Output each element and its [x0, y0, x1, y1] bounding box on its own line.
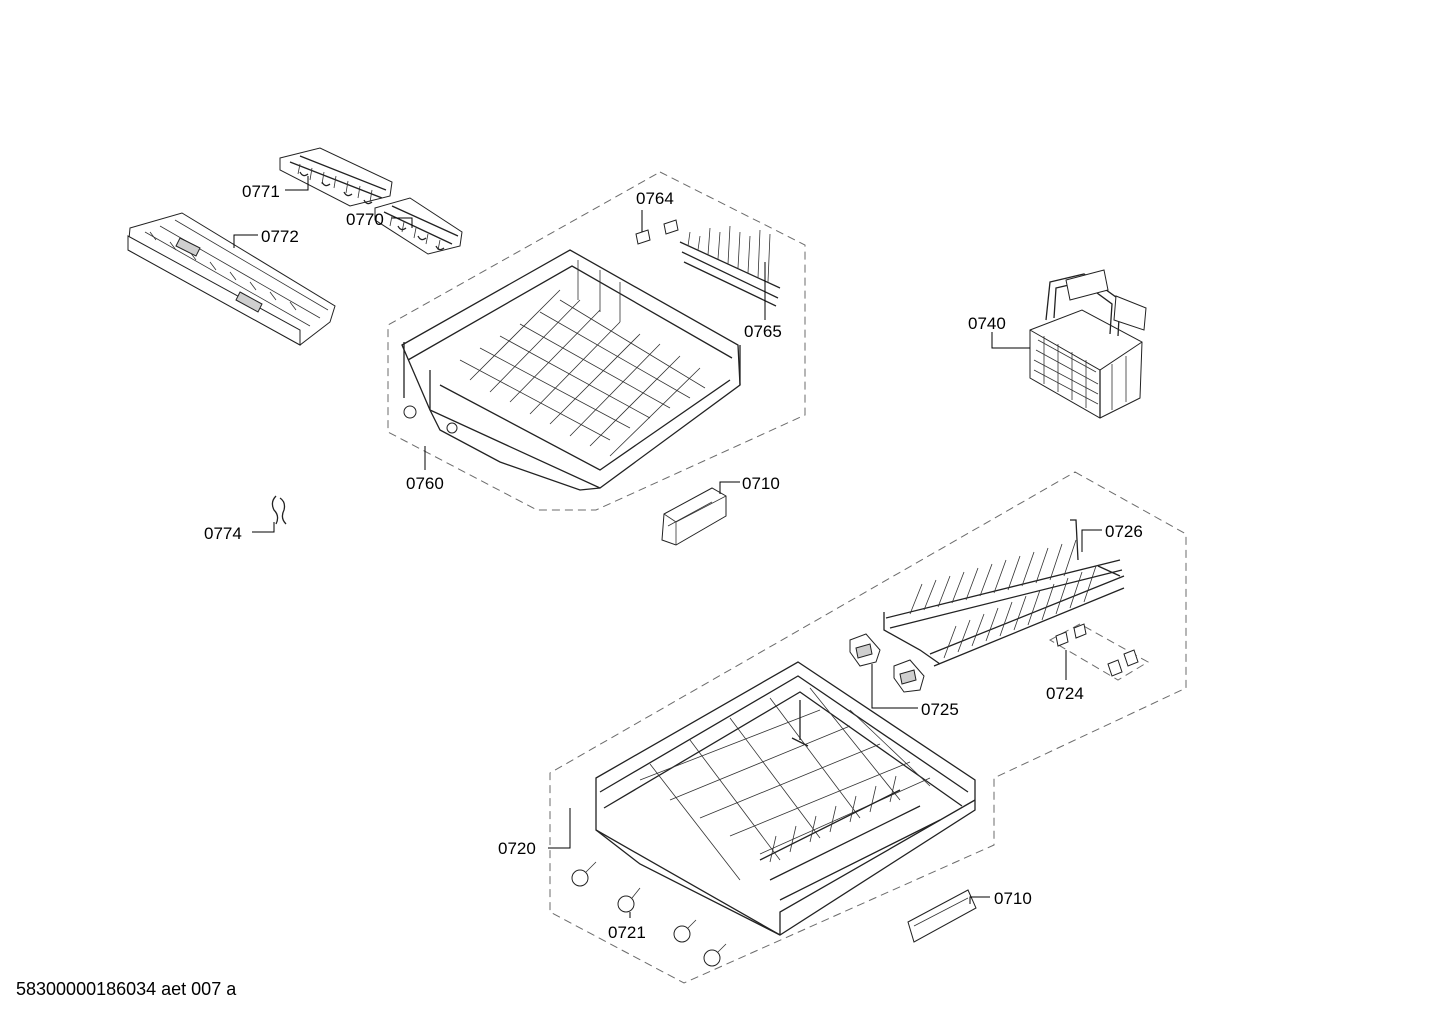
leader-0725 [871, 664, 918, 709]
callout-0724: 0724 [1046, 684, 1084, 703]
leader-0710a [719, 481, 740, 494]
callout-0710-lower: 0710 [994, 889, 1032, 908]
leader-0772 [233, 234, 258, 248]
callout-0774: 0774 [204, 524, 242, 543]
upper-basket-group-outline [387, 171, 806, 511]
leader-0726 [1081, 529, 1102, 552]
leader-0770 [392, 217, 413, 228]
part-0760-upper-basket [401, 249, 741, 491]
drawing-number: 58300000186034 aet 007 a [16, 979, 237, 999]
callout-0726: 0726 [1105, 522, 1143, 541]
callout-0721: 0721 [608, 923, 646, 942]
leader-0720 [548, 808, 571, 849]
part-0774-hook [271, 495, 287, 525]
callout-0764: 0764 [636, 189, 674, 208]
part-0771-rack [279, 147, 393, 207]
callout-0720: 0720 [498, 839, 536, 858]
callout-0760: 0760 [406, 474, 444, 493]
part-0764-clips [635, 219, 679, 245]
part-0772-tray [127, 212, 336, 346]
part-0765-tine-rack [679, 225, 781, 307]
part-0726-plate-rack [883, 519, 1125, 667]
lower-basket-group-outline [549, 471, 1187, 984]
callout-0765: 0765 [744, 322, 782, 341]
part-0720-lower-basket [595, 661, 976, 936]
callout-0771: 0771 [242, 182, 280, 201]
leader-0774 [252, 522, 275, 533]
callout-0772: 0772 [261, 227, 299, 246]
part-0724-clip-set [1055, 623, 1139, 677]
part-0710-handle-upper [661, 487, 727, 546]
part-0770-rack [374, 197, 463, 255]
leader-0771 [285, 176, 309, 191]
part-0725-clips [849, 633, 925, 693]
clip-set-outline [1048, 623, 1149, 681]
callout-0740: 0740 [968, 314, 1006, 333]
callout-0725: 0725 [921, 700, 959, 719]
part-0710-handle-lower [907, 889, 977, 943]
leader-0740 [991, 332, 1030, 349]
part-0740-cutlery-basket [1029, 269, 1147, 419]
callout-0710-upper: 0710 [742, 474, 780, 493]
part-0721-wheels [571, 861, 727, 967]
callout-0770: 0770 [346, 210, 384, 229]
leader-0710b [969, 896, 990, 904]
